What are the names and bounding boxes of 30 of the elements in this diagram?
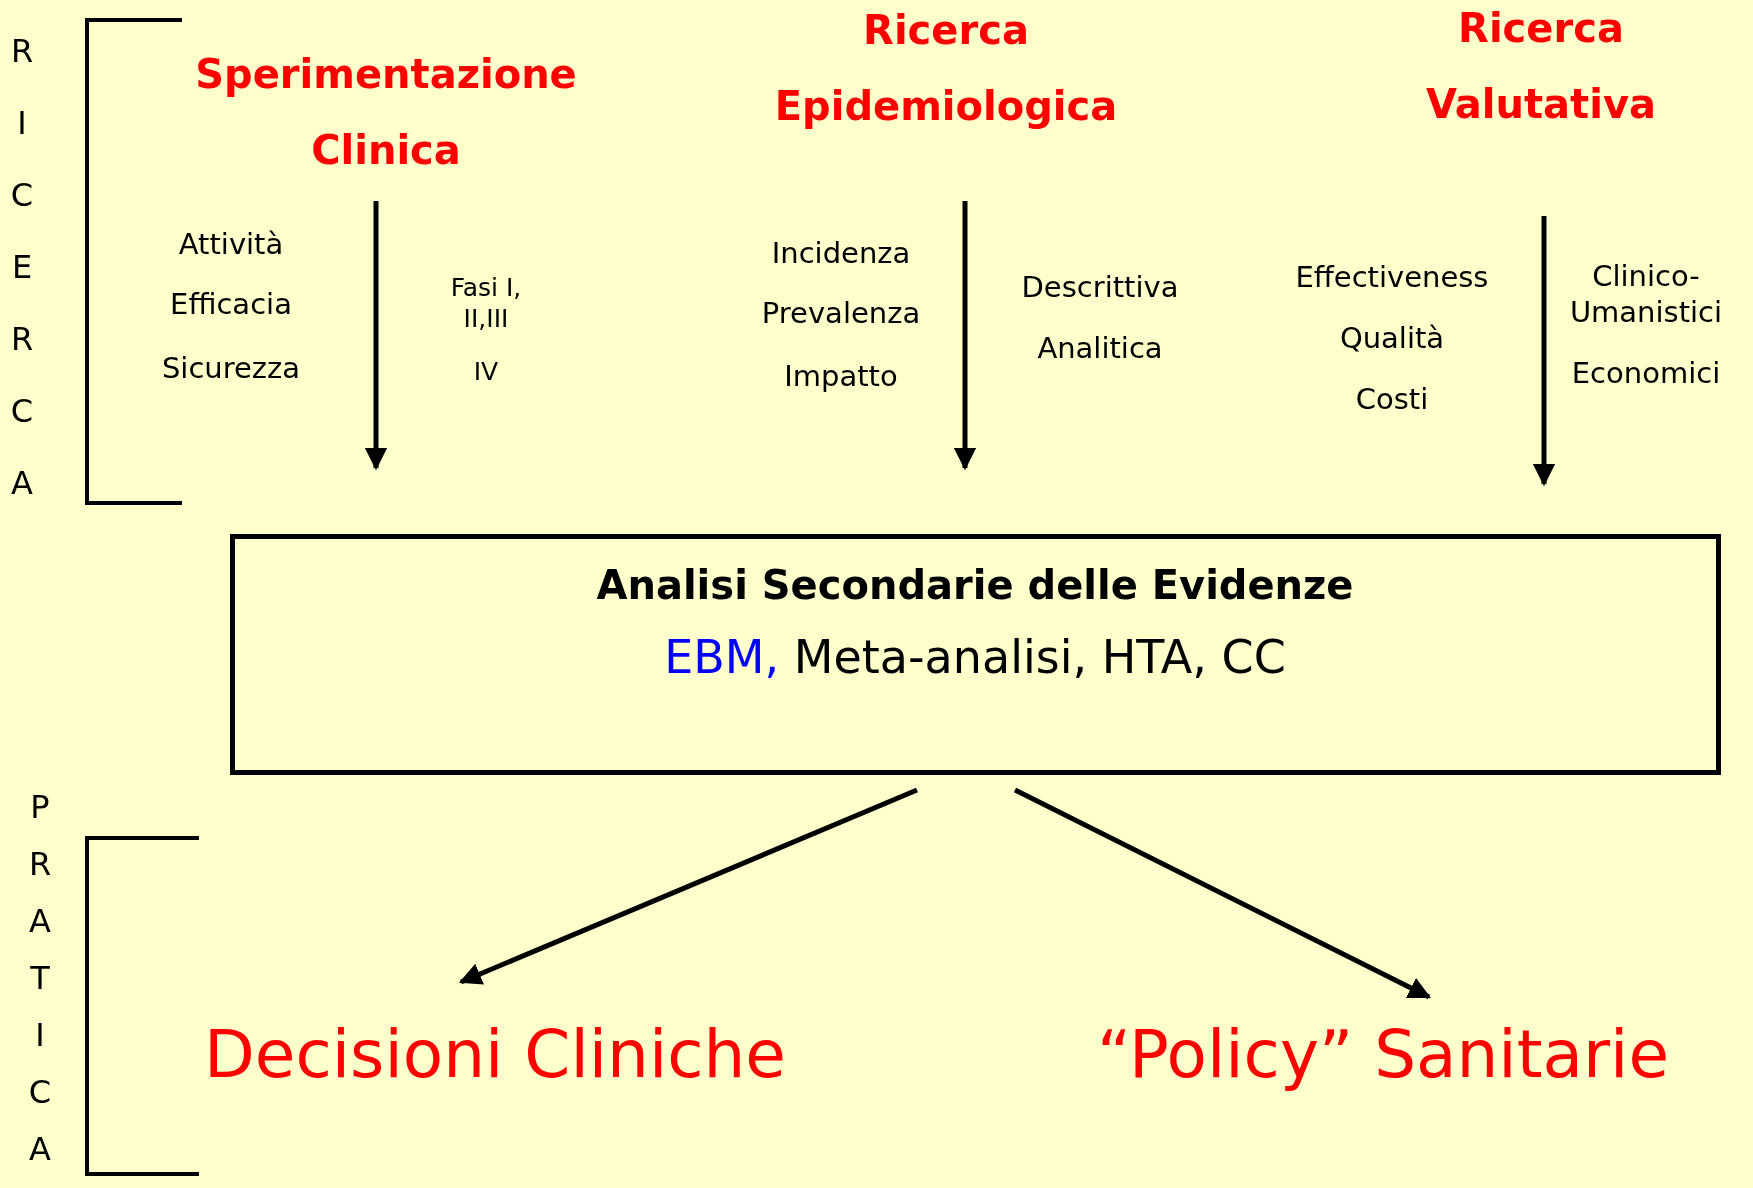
text-label: Effectiveness bbox=[1294, 258, 1490, 296]
arrow bbox=[953, 201, 977, 471]
box-title: Analisi Secondarie delle Evidenze bbox=[596, 561, 1354, 610]
arrow bbox=[1532, 216, 1556, 487]
arrow bbox=[1013, 787, 1431, 1000]
text-label: Sicurezza bbox=[160, 349, 302, 387]
arrow bbox=[364, 201, 388, 471]
box-body-text: EBM, Meta-analisi, HTA, CC bbox=[664, 629, 1286, 686]
vertical-label: RICERCA bbox=[9, 31, 35, 504]
text-label: Attività bbox=[177, 225, 285, 263]
text-label: Efficacia bbox=[169, 285, 293, 323]
section-heading: Sperimentazione Clinica bbox=[156, 36, 616, 188]
arrow bbox=[458, 787, 918, 985]
outcome-text: Decisioni Cliniche bbox=[175, 1004, 815, 1104]
text-label: Analitica bbox=[1036, 329, 1164, 367]
text-label: Fasi I, II,III bbox=[449, 271, 523, 335]
text-label: Descrittiva bbox=[1020, 268, 1180, 306]
text-label: Economici bbox=[1570, 354, 1722, 392]
text-label: IV bbox=[472, 356, 500, 388]
section-heading: Ricerca Epidemiologica bbox=[736, 0, 1156, 144]
text-label: Impatto bbox=[783, 357, 899, 395]
process-box bbox=[229, 534, 1721, 775]
text-label: Costi bbox=[1354, 380, 1430, 418]
text-label: Qualità bbox=[1338, 319, 1446, 357]
section-heading: Ricerca Valutativa bbox=[1391, 0, 1691, 142]
outcome-text: “Policy” Sanitarie bbox=[1063, 1004, 1703, 1104]
text-label: Incidenza bbox=[770, 234, 912, 272]
text-label: Clinico-Umanistici bbox=[1568, 257, 1724, 331]
text-label: Prevalenza bbox=[760, 294, 922, 332]
vertical-label: PRATICA bbox=[27, 786, 53, 1170]
